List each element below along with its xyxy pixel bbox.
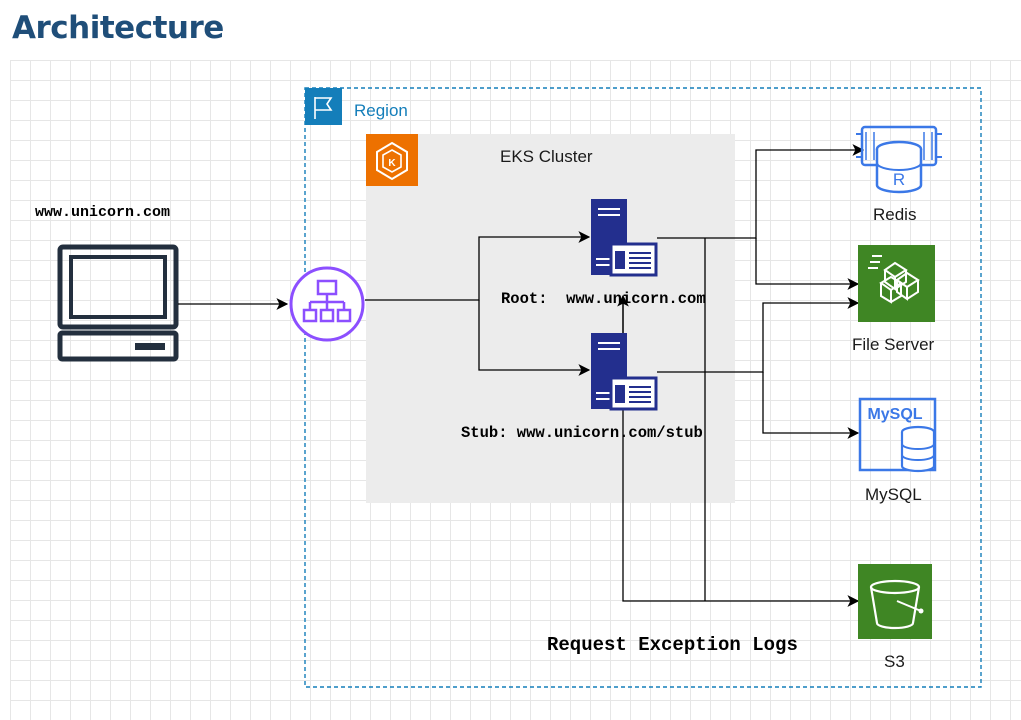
region-boundary — [304, 87, 982, 688]
eks-cluster-label: EKS Cluster — [500, 147, 593, 166]
edge-lb-to-stub — [478, 300, 591, 376]
root-service-label: Root: www.unicorn.com — [501, 290, 706, 308]
region-flag-icon — [305, 88, 342, 125]
edge-lb-to-root — [365, 231, 591, 301]
file-server-icon — [858, 245, 935, 322]
stub-server-icon — [591, 333, 658, 411]
request-exception-logs-label: Request Exception Logs — [547, 634, 798, 656]
svg-text:MySQL: MySQL — [867, 406, 922, 423]
redis-label: Redis — [873, 205, 916, 224]
edge-root-to-redis — [657, 144, 865, 239]
eks-icon: K — [366, 134, 418, 186]
mysql-label: MySQL — [865, 485, 922, 504]
stub-service-label: Stub: www.unicorn.com/stub — [461, 424, 703, 442]
edge-root-to-fileserver — [755, 238, 860, 290]
edge-stub-to-mysql — [762, 372, 860, 439]
mysql-icon: MySQL — [858, 397, 937, 473]
root-server-icon — [591, 199, 658, 277]
laptop-icon — [57, 244, 179, 362]
load-balancer-icon — [289, 266, 365, 342]
region-label: Region — [354, 101, 408, 120]
redis-icon: R — [856, 125, 942, 194]
svg-text:K: K — [388, 158, 396, 169]
svg-text:R: R — [893, 170, 905, 189]
eks-cluster-area — [366, 134, 735, 503]
file-server-label: File Server — [852, 335, 935, 354]
client-url: www.unicorn.com — [35, 204, 170, 221]
s3-bucket-icon — [858, 564, 932, 639]
s3-label: S3 — [884, 652, 905, 671]
edge-stub-to-fileserver — [657, 297, 860, 373]
page-title: Architecture — [12, 10, 224, 46]
